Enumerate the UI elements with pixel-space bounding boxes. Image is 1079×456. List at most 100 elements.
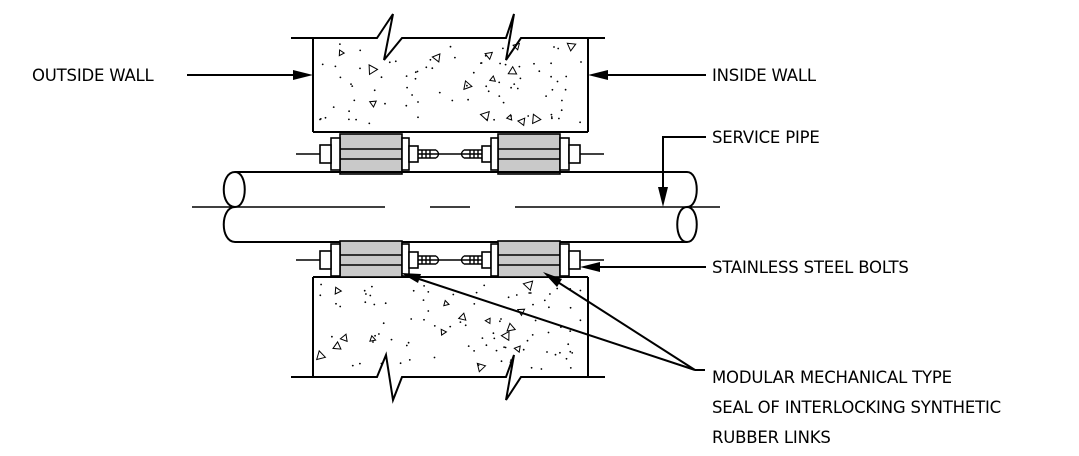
upper-nut-left	[319, 144, 332, 164]
upper-bolt-thread-left	[418, 149, 440, 159]
concrete-dot	[359, 362, 361, 365]
inside-wall-label: INSIDE WALL	[712, 66, 817, 85]
concrete-dot	[363, 289, 366, 292]
concrete-dot	[373, 89, 376, 92]
concrete-dot	[528, 292, 531, 294]
inside-wall-arrowhead	[588, 70, 608, 80]
concrete-dot	[438, 91, 441, 94]
concrete-dot	[427, 310, 430, 312]
upper-nut-mid-right	[481, 145, 492, 163]
concrete-dot	[359, 67, 361, 70]
service-pipe-leader	[662, 136, 706, 194]
concrete-aggregate	[507, 65, 518, 75]
concrete-aggregate	[484, 317, 491, 325]
concrete-dot	[500, 318, 502, 320]
concrete-dot	[433, 325, 436, 327]
concrete-dot	[551, 88, 554, 91]
seal-label-line-2: SEAL OF INTERLOCKING SYNTHETIC	[712, 398, 1001, 417]
concrete-dot	[384, 102, 386, 105]
concrete-dot	[378, 333, 380, 335]
concrete-aggregate	[338, 49, 346, 57]
concrete-dot	[464, 324, 467, 327]
concrete-dot	[569, 330, 572, 332]
concrete-dot	[558, 117, 560, 120]
concrete-dot	[407, 341, 410, 344]
concrete-dot	[550, 116, 553, 118]
concrete-dot	[321, 63, 324, 66]
concrete-dot	[372, 341, 374, 343]
lower-seal-assembly	[296, 240, 604, 278]
lower-nut-right	[568, 250, 581, 270]
concrete-dot	[431, 67, 434, 70]
concrete-dot	[500, 360, 503, 363]
concrete-dot	[503, 346, 505, 348]
service-pipe-label: SERVICE PIPE	[712, 128, 820, 147]
upper-bolt-thread-right	[460, 149, 482, 159]
concrete-dot	[467, 98, 469, 101]
concrete-dot	[534, 319, 537, 322]
concrete-aggregate	[513, 345, 521, 354]
concrete-dot	[332, 106, 335, 108]
concrete-dot	[382, 322, 385, 325]
concrete-dot	[412, 289, 415, 292]
top-break-line	[291, 13, 605, 61]
concrete-aggregate	[516, 117, 526, 127]
concrete-dot	[579, 319, 582, 322]
concrete-dot	[466, 84, 468, 87]
upper-wall-section	[291, 13, 605, 133]
concrete-dot	[473, 303, 476, 305]
concrete-dot	[551, 117, 553, 120]
concrete-dot	[519, 77, 522, 80]
concrete-dot	[502, 101, 505, 104]
concrete-dot	[498, 95, 501, 97]
concrete-dot	[579, 289, 582, 292]
concrete-dot	[414, 71, 417, 74]
concrete-dot	[545, 95, 547, 97]
concrete-dot	[475, 291, 478, 294]
concrete-dot	[365, 293, 367, 295]
concrete-dot	[414, 77, 417, 80]
concrete-dot	[374, 334, 376, 337]
seal-label-line-3: RUBBER LINKS	[712, 428, 831, 447]
concrete-dot	[498, 81, 501, 84]
concrete-dot	[485, 344, 488, 347]
concrete-dot	[493, 118, 495, 121]
concrete-dot	[454, 56, 456, 59]
lower-bolt-thread-right	[460, 255, 482, 265]
concrete-dot	[510, 86, 512, 89]
concrete-dot	[487, 90, 490, 93]
concrete-aggregate	[368, 64, 379, 76]
concrete-dot	[427, 291, 430, 293]
concrete-dot	[417, 116, 419, 119]
concrete-dot	[561, 99, 563, 102]
pipe-right-end-rim	[676, 206, 688, 243]
concrete-dot	[339, 305, 342, 308]
concrete-dot	[529, 292, 532, 294]
concrete-dot	[502, 47, 504, 50]
upper-nut-mid-left	[408, 145, 419, 163]
concrete-dot	[452, 293, 455, 296]
upper-rubber-link-left	[339, 133, 403, 175]
concrete-dot	[351, 364, 354, 367]
lower-pressure-plate-right	[559, 243, 570, 277]
concrete-dot	[388, 61, 391, 64]
concrete-dot	[408, 359, 411, 361]
concrete-dot	[569, 350, 572, 353]
concrete-dot	[526, 339, 529, 342]
concrete-dot	[564, 88, 567, 91]
concrete-dot	[580, 61, 582, 63]
concrete-dot	[417, 101, 419, 103]
concrete-stipple-upper	[319, 42, 582, 127]
concrete-dot	[565, 75, 568, 78]
concrete-dot	[481, 337, 484, 339]
concrete-dot	[334, 65, 337, 68]
concrete-aggregate	[488, 75, 497, 82]
concrete-aggregate	[484, 51, 494, 61]
concrete-dot	[527, 115, 530, 117]
concrete-aggregate	[522, 280, 534, 292]
concrete-dot	[550, 62, 552, 65]
concrete-dot	[513, 83, 516, 85]
outside-wall-arrowhead	[293, 70, 313, 80]
concrete-dot	[467, 345, 470, 347]
